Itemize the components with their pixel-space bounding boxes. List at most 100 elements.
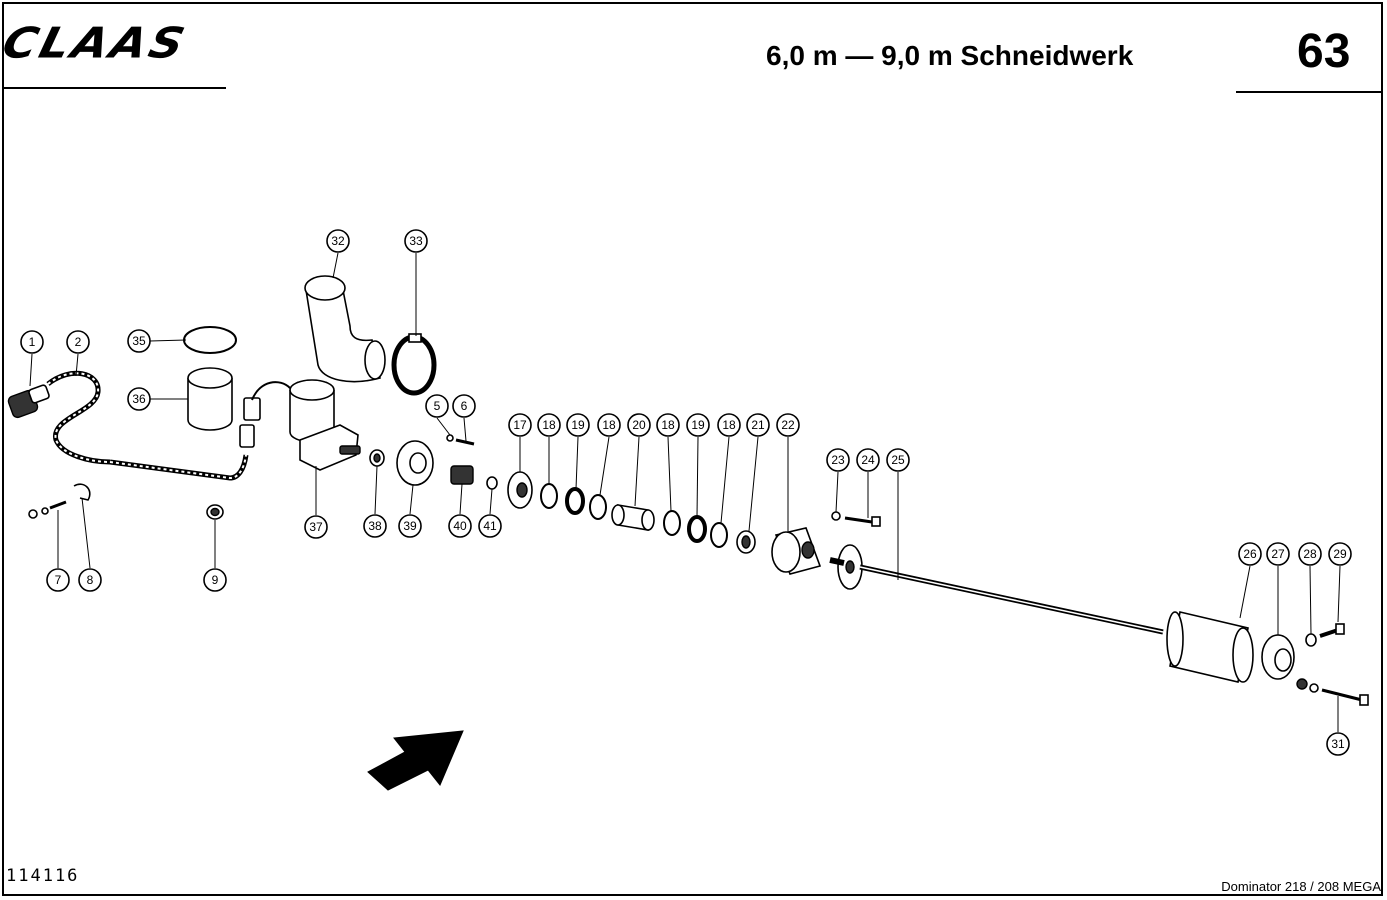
- logo-underline: [4, 87, 226, 89]
- callout-17: 17: [508, 413, 532, 437]
- svg-text:27: 27: [1271, 547, 1285, 561]
- part-39-flange: [396, 440, 434, 486]
- callout-35: 35: [127, 329, 151, 353]
- callout-6: 6: [452, 394, 476, 418]
- part-6-screw: [455, 438, 475, 446]
- part-31-screw-set: [1296, 678, 1369, 706]
- svg-text:32: 32: [331, 234, 345, 248]
- callout-32: 32: [326, 229, 350, 253]
- svg-text:23: 23: [831, 453, 845, 467]
- part-28-washer: [1305, 633, 1317, 647]
- callout-18-c: 18: [656, 413, 680, 437]
- svg-text:5: 5: [434, 399, 441, 413]
- part-27-cap-flange: [1261, 634, 1295, 680]
- callout-5: 5: [425, 394, 449, 418]
- part-24-screw: [844, 516, 881, 527]
- svg-text:18: 18: [661, 418, 675, 432]
- callout-24: 24: [856, 448, 880, 472]
- svg-text:6: 6: [461, 399, 468, 413]
- callout-28: 28: [1298, 542, 1322, 566]
- part-38-seal: [369, 449, 385, 467]
- callout-37: 37: [304, 515, 328, 539]
- part-18-ring-d: [710, 522, 728, 548]
- callout-26: 26: [1238, 542, 1262, 566]
- part-36-filter: [187, 367, 233, 431]
- part-33-hose-clamp: [391, 333, 437, 396]
- callout-19-b: 19: [686, 413, 710, 437]
- svg-text:7: 7: [55, 573, 62, 587]
- part-41-washer: [486, 476, 498, 490]
- part-37-motor: [289, 379, 361, 471]
- leader-lines: [29, 252, 1341, 732]
- part-8-clip: [73, 483, 91, 501]
- part-18-ring-b: [589, 494, 607, 520]
- svg-text:36: 36: [132, 392, 146, 406]
- svg-text:26: 26: [1243, 547, 1257, 561]
- callout-1: 1: [20, 330, 44, 354]
- part-5-washer: [446, 434, 454, 442]
- callout-2: 2: [66, 330, 90, 354]
- part-9-cap: [206, 504, 224, 520]
- callout-7: 7: [46, 568, 70, 592]
- svg-text:29: 29: [1333, 547, 1347, 561]
- direction-arrow: [367, 730, 464, 791]
- part-17-hub: [507, 471, 533, 509]
- part-32-elbow-hose: [304, 275, 386, 383]
- svg-text:28: 28: [1303, 547, 1317, 561]
- callout-23: 23: [826, 448, 850, 472]
- callout-33: 33: [404, 229, 428, 253]
- svg-text:25: 25: [891, 453, 905, 467]
- svg-text:33: 33: [409, 234, 423, 248]
- callout-8: 8: [78, 568, 102, 592]
- page-number: 63: [1297, 25, 1351, 78]
- callout-25: 25: [886, 448, 910, 472]
- callout-22: 22: [776, 413, 800, 437]
- part-25-shaft: [829, 544, 1164, 635]
- svg-text:20: 20: [632, 418, 646, 432]
- callout-39: 39: [398, 514, 422, 538]
- callout-20: 20: [627, 413, 651, 437]
- callout-18-b: 18: [597, 413, 621, 437]
- page-title: 6,0 m — 9,0 m Schneidwerk: [766, 40, 1134, 71]
- callout-41: 41: [478, 514, 502, 538]
- part-21-bush: [736, 530, 756, 554]
- page-number-underline: [1236, 91, 1382, 93]
- callout-18-d: 18: [717, 413, 741, 437]
- svg-text:1: 1: [29, 335, 36, 349]
- part-19-ring-b: [687, 515, 707, 543]
- callout-18-a: 18: [537, 413, 561, 437]
- svg-text:41: 41: [483, 519, 497, 533]
- svg-text:38: 38: [368, 519, 382, 533]
- svg-text:18: 18: [722, 418, 736, 432]
- svg-text:18: 18: [542, 418, 556, 432]
- callout-40: 40: [448, 514, 472, 538]
- part-19-ring-a: [565, 487, 585, 515]
- part-40-bearing: [450, 465, 474, 485]
- model-designation: Dominator 218 / 208 MEGA: [1221, 879, 1381, 894]
- callout-36: 36: [127, 387, 151, 411]
- svg-text:37: 37: [309, 520, 323, 534]
- callout-9: 9: [203, 568, 227, 592]
- part-1-sensor-plug: [7, 384, 50, 419]
- svg-text:9: 9: [212, 573, 219, 587]
- svg-text:22: 22: [781, 418, 795, 432]
- part-18-ring-c: [663, 510, 681, 536]
- svg-text:18: 18: [602, 418, 616, 432]
- svg-text:21: 21: [751, 418, 765, 432]
- svg-text:40: 40: [453, 519, 467, 533]
- part-22-coupling: [771, 527, 822, 575]
- part-7-screw: [28, 500, 67, 519]
- callout-19-a: 19: [566, 413, 590, 437]
- svg-text:19: 19: [571, 418, 585, 432]
- callout-29: 29: [1328, 542, 1352, 566]
- svg-text:17: 17: [513, 418, 527, 432]
- part-35-ring: [183, 326, 237, 354]
- part-2-cable: [46, 370, 291, 481]
- svg-text:2: 2: [75, 335, 82, 349]
- svg-text:8: 8: [87, 573, 94, 587]
- callout-21: 21: [746, 413, 770, 437]
- drawing-number: 114116: [6, 866, 80, 886]
- part-20-bushing: [611, 504, 655, 531]
